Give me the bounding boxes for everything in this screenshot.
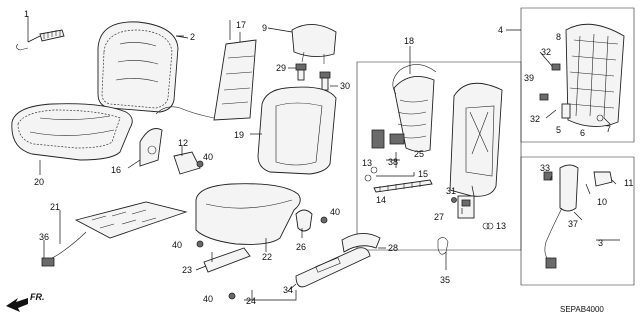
front-direction-label: FR. [30, 292, 45, 302]
actuator-part [457, 195, 475, 219]
harness-group-box [520, 156, 635, 286]
callout-40b: 40 [330, 207, 340, 217]
bolt-40c [196, 240, 204, 248]
lever-part [295, 209, 313, 238]
seat-cushion-cover-part [11, 103, 133, 175]
rod-part [373, 179, 433, 193]
headrest-part [267, 24, 337, 64]
seat-back-cover-part [97, 21, 189, 113]
callout-7: 7 [606, 124, 611, 134]
callout-18: 18 [404, 36, 414, 46]
spring-part [364, 174, 414, 182]
connector-part [41, 240, 55, 267]
callout-19: 19 [234, 130, 244, 140]
callout-13a: 13 [362, 158, 372, 168]
headrest-guide-right-part [319, 71, 338, 91]
callout-24: 24 [246, 296, 256, 306]
callout-25: 25 [414, 149, 424, 159]
callout-21: 21 [50, 202, 60, 212]
callout-32b: 32 [530, 114, 540, 124]
panel-clip-part [539, 63, 604, 122]
harness-clip-part [437, 237, 449, 270]
callout-23: 23 [182, 265, 192, 275]
callout-30: 30 [340, 81, 350, 91]
callout-29: 29 [276, 63, 286, 73]
lumbar-motor-part [371, 129, 405, 149]
callout-10: 10 [597, 197, 607, 207]
callout-37: 37 [568, 219, 578, 229]
callout-22: 22 [262, 252, 272, 262]
callout-40d: 40 [203, 294, 213, 304]
clip-set-part [16, 16, 65, 51]
callout-35: 35 [440, 275, 450, 285]
callout-5: 5 [556, 125, 561, 135]
back-heater-part [155, 32, 257, 121]
leader-lines [176, 20, 620, 301]
callout-40c: 40 [172, 240, 182, 250]
callout-26: 26 [296, 242, 306, 252]
callout-40a: 40 [203, 152, 213, 162]
side-airbag-part [543, 164, 579, 269]
callout-3: 3 [598, 238, 603, 248]
callout-27: 27 [434, 212, 444, 222]
callout-28: 28 [388, 243, 398, 253]
callout-32a: 32 [541, 47, 551, 57]
side-trim-part [295, 247, 371, 288]
callout-8: 8 [556, 32, 561, 42]
bolt-40a [196, 160, 204, 168]
bracket-part [173, 146, 201, 175]
front-direction-arrow [6, 298, 28, 312]
inner-trim-part [341, 233, 386, 253]
callout-9: 9 [262, 23, 267, 33]
callout-6: 6 [580, 128, 585, 138]
callout-15: 15 [418, 169, 428, 179]
bolt-40d [228, 292, 236, 300]
callout-labels: 1 2 3 4 5 6 7 8 9 10 11 12 13 13 14 15 1… [24, 9, 633, 314]
callout-4: 4 [498, 25, 503, 35]
lumbar-support-part [392, 46, 437, 153]
harness-bracket-part [593, 171, 613, 187]
washer-part [482, 222, 490, 230]
callout-34: 34 [283, 285, 293, 295]
callout-1: 1 [24, 9, 29, 19]
outer-trim-part [195, 247, 251, 273]
recliner-bracket-part [127, 128, 163, 169]
callout-13b: 13 [496, 221, 506, 231]
callout-39: 39 [524, 73, 534, 83]
callout-33: 33 [540, 163, 550, 173]
callout-36: 36 [39, 232, 49, 242]
callout-31: 31 [446, 186, 456, 196]
nut-13b [486, 222, 494, 230]
seat-cushion-pad-part [195, 183, 301, 252]
headrest-guide-left-part [288, 63, 307, 81]
callout-11: 11 [624, 178, 633, 188]
seat-back-pad-part [250, 86, 337, 175]
back-panel-group-box [520, 7, 635, 143]
callout-12: 12 [178, 138, 188, 148]
diagram-code: SEPAB4000 [560, 305, 604, 314]
back-panel-part [565, 23, 625, 127]
callout-17: 17 [236, 20, 246, 30]
seat-back-frame-part [449, 82, 503, 197]
callout-14: 14 [376, 195, 386, 205]
callout-16: 16 [111, 165, 121, 175]
cushion-heater-part [41, 201, 188, 263]
bolt-40b [320, 216, 328, 224]
callout-2: 2 [190, 32, 195, 42]
callout-20: 20 [34, 177, 44, 187]
nut-13a [370, 166, 378, 174]
callout-38: 38 [388, 157, 398, 167]
bolt-part [451, 197, 457, 203]
